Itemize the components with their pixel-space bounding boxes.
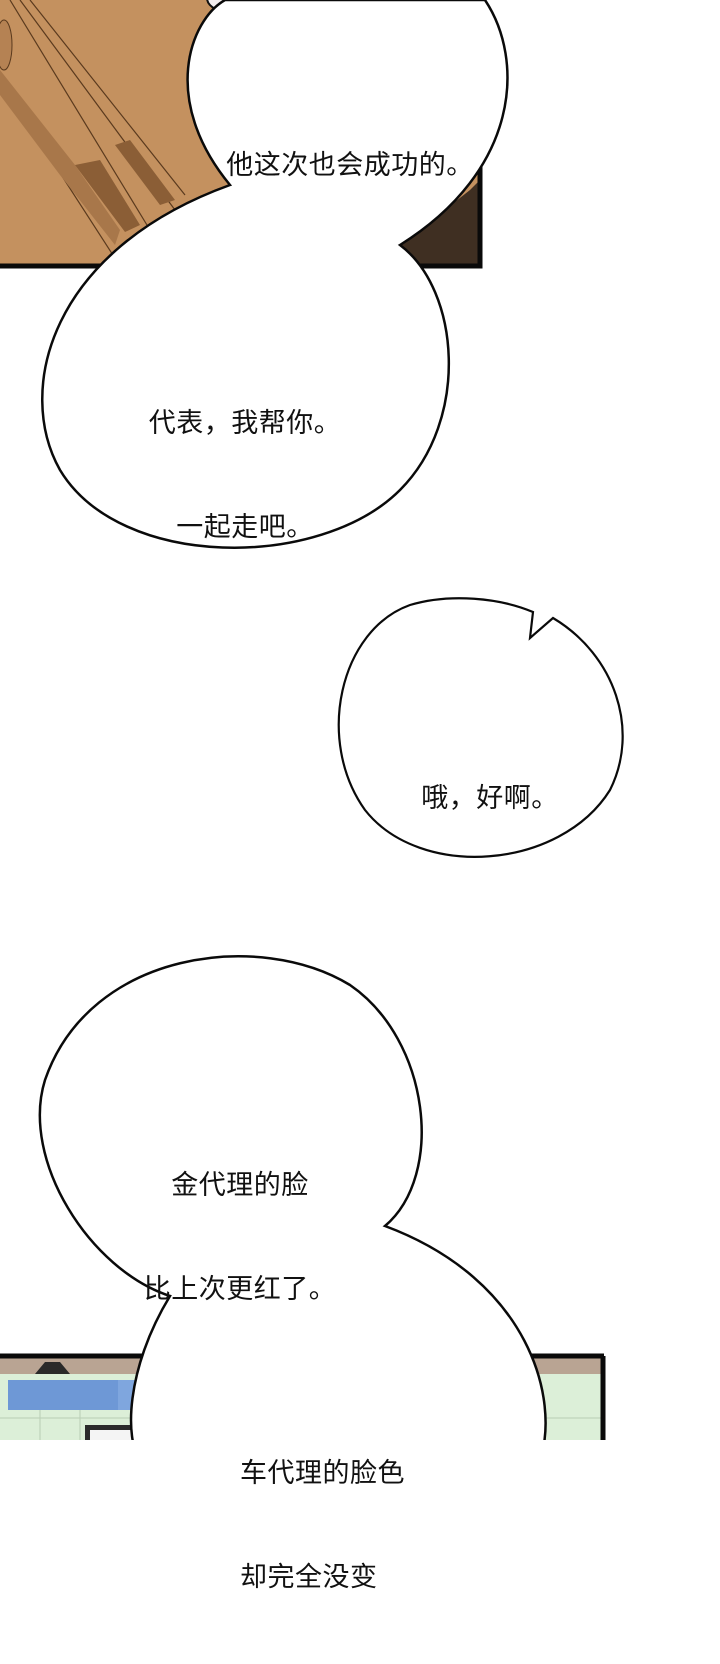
bubble-4-line-1: 金代理的脸 [171, 1170, 309, 1202]
speech-bubble-4-5 [38, 955, 547, 1440]
bubble-2-line-1: 代表，我帮你。 [148, 408, 342, 440]
comic-page: 他这次也会成功的。 代表，我帮你。 一起走吧。 哦，好啊。 金代理的脸 比上次更… [0, 0, 624, 1593]
bubble-1-text: 他这次也会成功的。 [200, 80, 500, 253]
bubble-2-text: 代表，我帮你。 一起走吧。 [110, 338, 380, 614]
bubble-2-line-2: 一起走吧。 [176, 511, 314, 543]
comic-artwork [0, 0, 624, 1440]
bubble-5-text: 车代理的脸色 却完全没变 [200, 1388, 520, 1664]
bubble-5-line-2: 却完全没变 [240, 1561, 378, 1593]
speech-bubble-3 [337, 597, 624, 858]
bubble-3-line-1: 哦，好啊。 [421, 783, 559, 815]
bubble-4-line-2: 比上次更红了。 [143, 1273, 337, 1305]
bubble-3-text: 哦，好啊。 [400, 713, 580, 886]
bubble-4-text: 金代理的脸 比上次更红了。 [100, 1100, 380, 1376]
speech-bubble-1-2 [41, 0, 509, 549]
bubble-1-line-1: 他这次也会成功的。 [226, 150, 474, 182]
bubble-5-line-1: 车代理的脸色 [240, 1458, 405, 1490]
